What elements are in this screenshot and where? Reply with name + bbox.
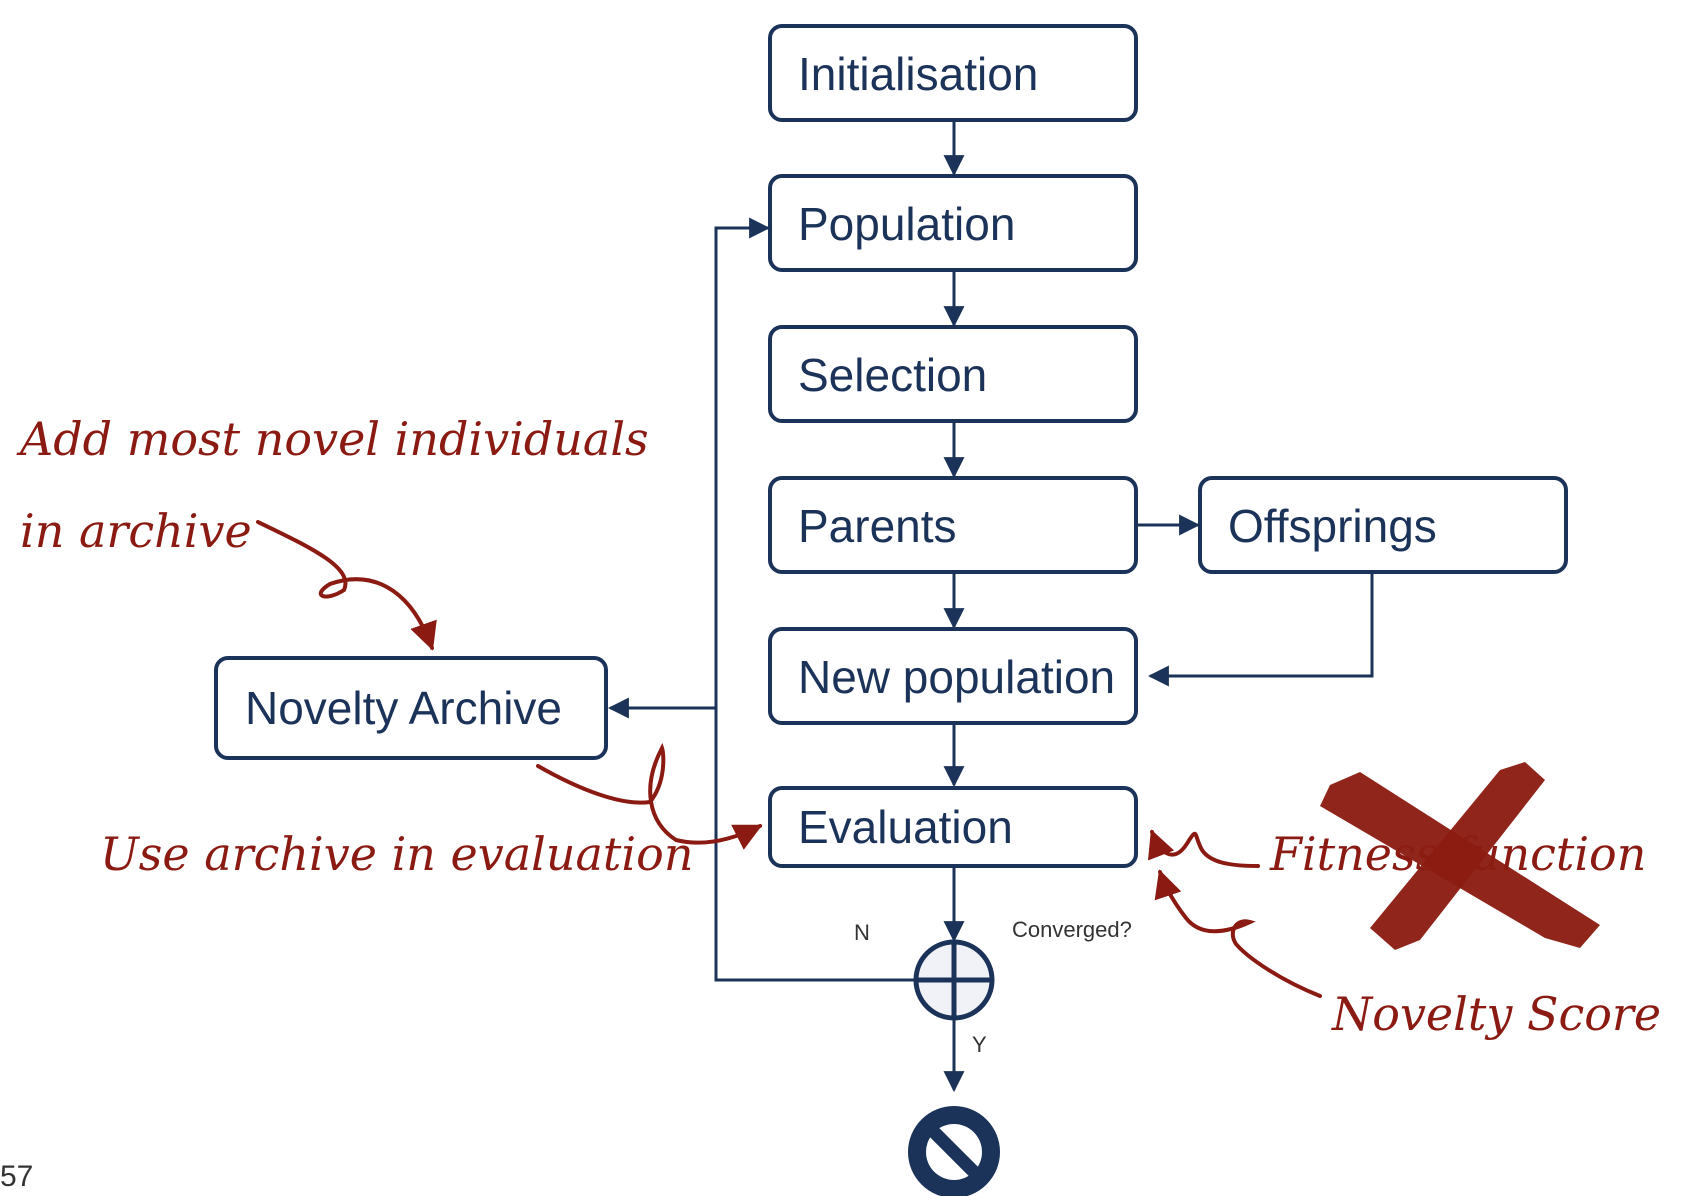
annotation-arrow-fitness [1147, 829, 1260, 868]
decision-no-label: N [854, 920, 870, 945]
node-population-label: Population [798, 198, 1015, 250]
annotation-add-line2: in archive [20, 504, 252, 558]
annotation-add-line1: Add most novel individuals [16, 412, 649, 466]
annotation-use-archive: Use archive in evaluation [100, 827, 693, 881]
arrow-offsprings-to-new-population [1147, 574, 1374, 687]
annotation-arrow-to-evaluation [536, 742, 763, 850]
node-new-population-label: New population [798, 651, 1115, 703]
node-offsprings: Offsprings [1198, 476, 1568, 574]
node-evaluation-label: Evaluation [798, 801, 1013, 853]
stop-icon [908, 1106, 1000, 1196]
node-novelty-archive: Novelty Archive [214, 656, 608, 760]
page-number: 57 [0, 1160, 33, 1193]
node-selection-label: Selection [798, 349, 987, 401]
annotation-novelty-score: Novelty Score [1331, 987, 1661, 1041]
arrow-junction-loop-to-population [714, 217, 914, 982]
node-novelty-archive-label: Novelty Archive [245, 682, 562, 734]
node-evaluation: Evaluation [768, 786, 1138, 868]
decision-question-label: Converged? [1012, 917, 1132, 942]
node-selection: Selection [768, 325, 1138, 423]
decision-yes-label: Y [972, 1032, 987, 1057]
node-parents-label: Parents [798, 500, 957, 552]
cross-out-icon [1320, 762, 1600, 950]
node-parents: Parents [768, 476, 1138, 574]
decision-junction-icon [913, 939, 995, 1021]
annotation-arrow-novelty-score [1154, 869, 1322, 998]
node-offsprings-label: Offsprings [1228, 500, 1437, 552]
annotation-arrow-to-archive [256, 520, 437, 651]
node-population: Population [768, 174, 1138, 272]
node-initialisation: Initialisation [768, 24, 1138, 122]
node-initialisation-label: Initialisation [798, 48, 1038, 100]
node-new-population: New population [768, 627, 1138, 725]
